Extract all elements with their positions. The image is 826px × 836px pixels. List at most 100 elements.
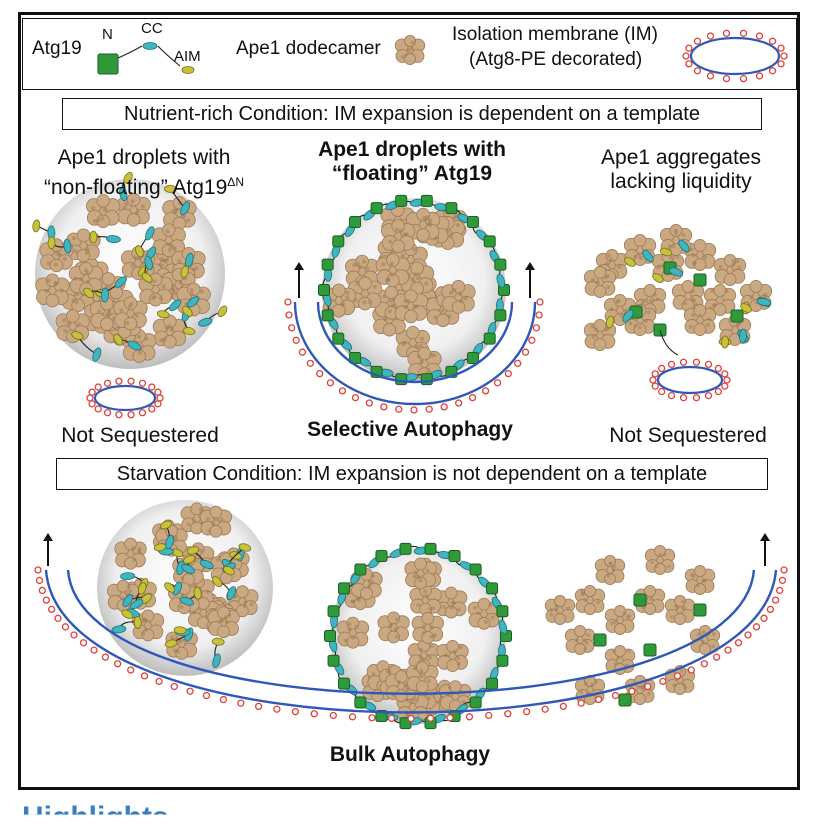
- ape1-subunit: [406, 326, 419, 339]
- ape1-dodecamer: [665, 595, 695, 624]
- ape1-texture: [137, 548, 141, 552]
- bulk-caption: Bulk Autophagy: [280, 743, 540, 767]
- ape1-texture: [457, 608, 461, 612]
- ape1-texture: [731, 262, 735, 266]
- legend-im-label: Isolation membrane (IM): [452, 24, 658, 46]
- atg8-pe-dot: [659, 389, 665, 395]
- ape1-texture: [425, 569, 429, 573]
- ape1-texture: [47, 261, 51, 265]
- legend-im-sublabel: (Atg8-PE decorated): [469, 49, 642, 71]
- ape1-texture: [457, 662, 461, 666]
- ape1-subunit: [210, 506, 222, 518]
- ape1-texture: [596, 281, 600, 285]
- ape1-texture: [397, 680, 401, 684]
- ape1-texture: [54, 263, 58, 267]
- ape1-texture: [220, 517, 224, 521]
- ape1-texture: [669, 256, 673, 260]
- ape1-texture: [432, 606, 436, 610]
- atg8-pe-dot: [456, 400, 462, 406]
- ape1-texture: [133, 558, 137, 562]
- ape1-texture: [386, 278, 390, 282]
- ape1-texture: [163, 337, 167, 341]
- ape1-texture: [612, 565, 616, 569]
- ape1-texture: [682, 606, 686, 610]
- ape1-texture: [702, 630, 706, 634]
- atg8-pe-dot: [95, 384, 101, 390]
- ape1-subunit: [415, 558, 427, 570]
- ape1-texture: [711, 644, 715, 648]
- ape1-texture: [440, 309, 444, 313]
- atg8-pe-dot: [470, 395, 476, 401]
- ape1-subunit: [724, 274, 736, 286]
- ape1-dodecamer: [685, 565, 715, 594]
- ape1-texture: [141, 631, 145, 635]
- ape1-texture: [696, 584, 700, 588]
- ape1-texture: [555, 604, 559, 608]
- ape1-subunit: [395, 690, 407, 702]
- ape1-texture: [575, 639, 579, 643]
- atg8-pe-dot: [441, 404, 447, 410]
- ape1-texture: [653, 293, 657, 297]
- ape1-texture: [417, 355, 421, 359]
- ape1-dodecamer: [56, 310, 89, 343]
- ape1-texture: [403, 232, 407, 236]
- ape1-texture: [453, 650, 457, 654]
- atg8-pe-dot: [286, 312, 292, 318]
- ape1-texture: [414, 272, 418, 276]
- ape1-texture: [172, 291, 176, 295]
- ape1-texture: [590, 683, 594, 687]
- atg19-n-domain: [495, 310, 506, 321]
- ape1-texture: [416, 276, 420, 280]
- ape1-texture: [586, 633, 590, 637]
- expansion-arrowhead: [760, 533, 770, 541]
- ape1-texture: [659, 553, 663, 557]
- ape1-texture: [395, 617, 399, 621]
- legend-atg19-label: Atg19: [32, 38, 82, 60]
- ape1-texture: [725, 289, 729, 293]
- ape1-texture: [612, 568, 616, 572]
- ape1-texture: [442, 605, 446, 609]
- atg8-pe-dot: [578, 700, 584, 706]
- ape1-texture: [58, 253, 62, 257]
- ape1-dodecamer: [684, 304, 715, 335]
- ape1-subunit: [359, 277, 372, 290]
- atg19-n-domain: [470, 697, 481, 708]
- ape1-texture: [351, 636, 355, 640]
- atg19-n-domain: [694, 604, 706, 616]
- ape1-texture: [710, 289, 714, 293]
- ape1-texture: [181, 593, 185, 597]
- ape1-texture: [419, 669, 423, 673]
- ape1-texture: [135, 314, 139, 318]
- atg8-pe-dot: [515, 360, 521, 366]
- atg19-n-domain: [350, 216, 361, 227]
- atg8-pe-dot: [659, 365, 665, 371]
- atg19-n-domain: [484, 236, 495, 247]
- ape1-texture: [674, 604, 678, 608]
- ape1-texture: [735, 259, 739, 263]
- ape1-texture: [206, 590, 210, 594]
- atg8-pe-dot: [352, 395, 358, 401]
- ape1-texture: [641, 300, 645, 304]
- ape1-texture: [173, 649, 177, 653]
- ape1-subunit: [584, 585, 595, 596]
- atg8-pe-dot: [714, 654, 720, 660]
- ape1-texture: [682, 233, 686, 237]
- ape1-texture: [633, 255, 637, 259]
- atg19-n-domain: [355, 564, 366, 575]
- ape1-texture: [153, 295, 157, 299]
- atg8-pe-dot: [39, 587, 45, 593]
- expansion-arrowhead: [525, 262, 535, 270]
- ape1-texture: [614, 662, 618, 666]
- ape1-texture: [399, 229, 403, 233]
- ape1-texture: [422, 216, 426, 220]
- atg8-pe-dot: [466, 714, 472, 720]
- atg19-n-domain: [396, 374, 407, 385]
- atg8-pe-dot: [128, 412, 134, 418]
- ape1-texture: [420, 337, 424, 341]
- ape1-subunit: [614, 645, 625, 656]
- atg8-pe-dot: [149, 406, 155, 412]
- ape1-texture: [706, 323, 710, 327]
- ape1-texture: [612, 650, 616, 654]
- right-caption: Not Sequestered: [578, 424, 798, 448]
- ape1-texture: [143, 618, 147, 622]
